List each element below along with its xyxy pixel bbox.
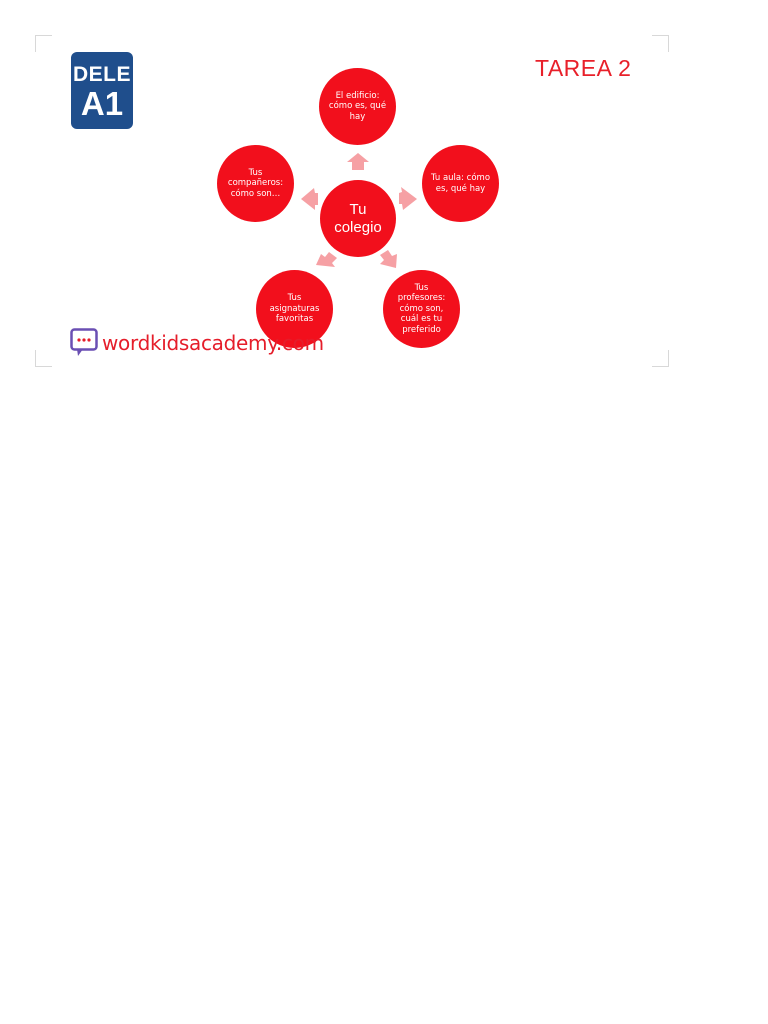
- node-center: Tu colegio: [320, 180, 396, 257]
- node-aula: Tu aula: cómo es, qué hay: [422, 145, 499, 222]
- badge-line2: A1: [80, 85, 124, 122]
- arrow-lower-right: [380, 250, 397, 268]
- arrow-upper-right: [399, 187, 417, 210]
- arrow-up: [347, 153, 369, 170]
- diagram-arrows: [301, 153, 417, 268]
- brand-logo: wordkidsacademy.com: [70, 328, 324, 358]
- node-edificio-text: El edificio: cómo es, qué hay: [328, 90, 387, 122]
- crop-mark-top-right: [652, 35, 669, 52]
- node-profesores-text: Tus profesores: cómo son, cuál es tu pre…: [397, 282, 446, 335]
- node-asignaturas: Tus asignaturas favoritas: [256, 270, 333, 348]
- node-asignaturas-text: Tus asignaturas favoritas: [269, 293, 320, 325]
- node-aula-text: Tu aula: cómo es, qué hay: [430, 173, 491, 194]
- crop-mark-bottom-left: [35, 350, 52, 367]
- arrow-lower-left: [316, 252, 337, 267]
- crop-mark-bottom-right: [652, 350, 669, 367]
- node-companeros: Tus compañeros: cómo son…: [217, 145, 294, 222]
- node-center-text: Tu colegio: [334, 200, 382, 236]
- crop-mark-top-left: [35, 35, 52, 52]
- arrow-upper-left: [301, 188, 318, 210]
- speech-bubble-icon: [70, 328, 98, 356]
- task-title: TAREA 2: [535, 55, 632, 81]
- node-profesores: Tus profesores: cómo son, cuál es tu pre…: [383, 270, 460, 348]
- brand-text: wordkidsacademy.com: [102, 331, 324, 355]
- badge-line1: DELE: [72, 63, 131, 86]
- node-edificio: El edificio: cómo es, qué hay: [319, 68, 396, 145]
- dele-a1-badge: DELE A1: [71, 52, 133, 129]
- node-companeros-text: Tus compañeros: cómo son…: [227, 167, 284, 199]
